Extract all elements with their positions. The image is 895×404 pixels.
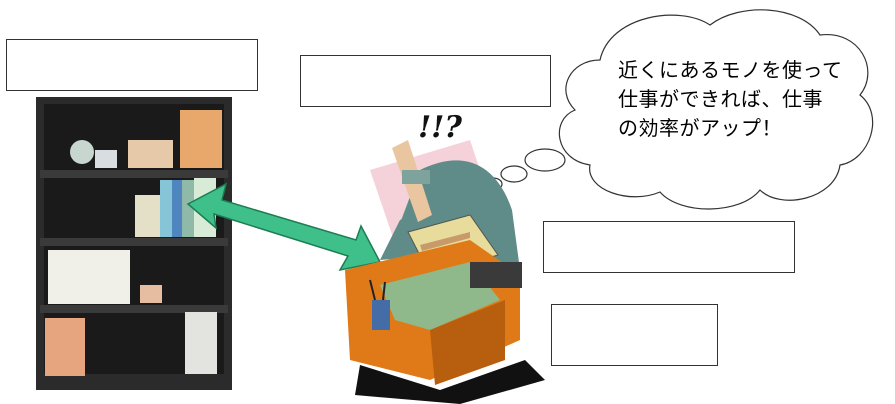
- bookshelf-illustration: [36, 97, 232, 390]
- label-box-top-left: [6, 39, 258, 91]
- exclamation-mark-text: !!?: [418, 110, 462, 145]
- label-box-top-center: [300, 55, 551, 107]
- worker-illustration: [345, 140, 545, 404]
- thought-line-3: の効率がアップ！: [618, 116, 782, 140]
- thought-bubble-text: 近くにあるモノを使って 仕事ができれば、仕事 の効率がアップ！: [618, 56, 843, 143]
- thought-line-1: 近くにあるモノを使って: [618, 58, 843, 82]
- label-box-right-lower: [551, 304, 718, 366]
- thought-line-2: 仕事ができれば、仕事: [618, 87, 823, 111]
- label-box-right-upper: [543, 221, 795, 273]
